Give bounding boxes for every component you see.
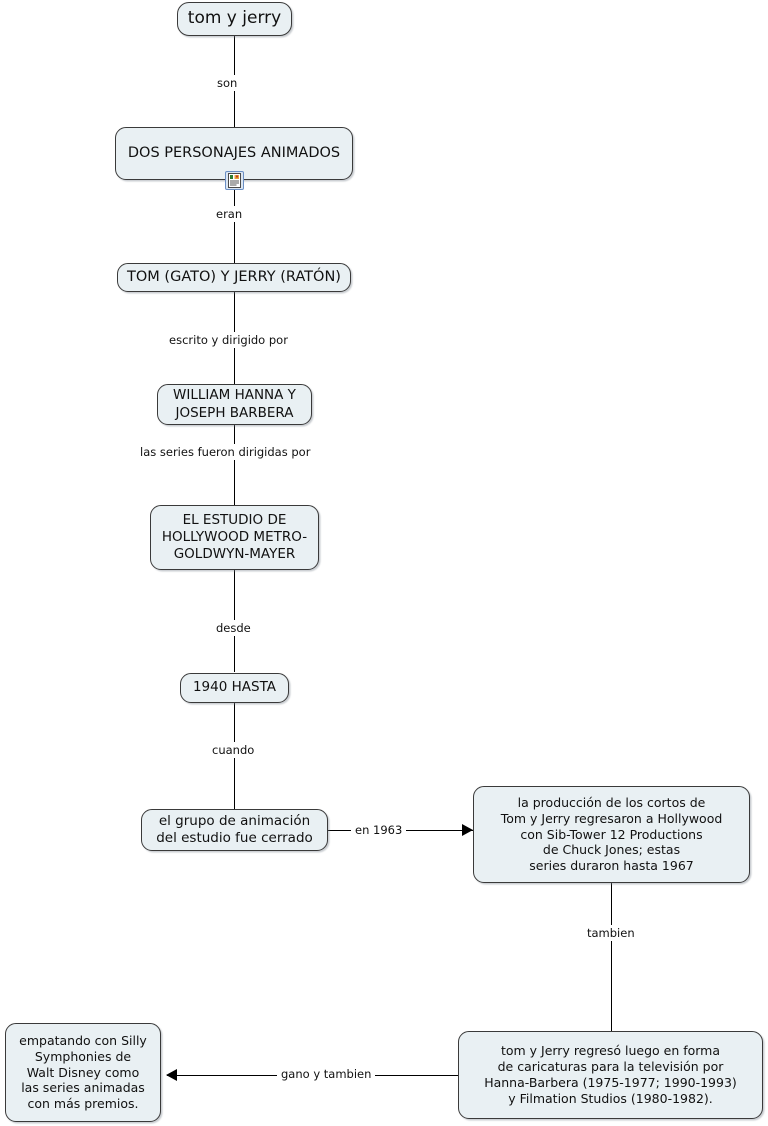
node-william-hanna-y-joseph-barbera[interactable]: WILLIAM HANNA Y JOSEPH BARBERA — [157, 384, 312, 425]
connector-produccion-television — [611, 883, 612, 1031]
link-label-escrito-y-dirigido-por: escrito y dirigido por — [165, 332, 292, 348]
node-grupo-animacion-cerrado[interactable]: el grupo de animación del estudio fue ce… — [141, 809, 328, 851]
connector-autores-estudio — [234, 425, 235, 505]
link-label-cuando: cuando — [208, 742, 259, 758]
link-label-tambien: tambien — [583, 925, 639, 941]
arrowhead-produccion — [462, 824, 473, 836]
arrowhead-premios — [166, 1069, 177, 1081]
node-tom-gato-y-jerry-raton[interactable]: TOM (GATO) Y JERRY (RATÓN) — [117, 263, 351, 292]
link-label-las-series-fueron-dirigidas-por: las series fueron dirigidas por — [136, 444, 315, 460]
node-estudio-metro-goldwyn-mayer[interactable]: EL ESTUDIO DE HOLLYWOOD METRO- GOLDWYN-M… — [150, 505, 319, 570]
node-tom-y-jerry[interactable]: tom y jerry — [177, 2, 292, 36]
link-label-eran: eran — [212, 206, 247, 222]
node-1940-hasta[interactable]: 1940 HASTA — [180, 673, 289, 703]
link-label-desde: desde — [212, 620, 255, 636]
link-label-son: son — [213, 75, 242, 91]
node-television-hanna-barbera-filmation[interactable]: tom y Jerry regresó luego en forma de ca… — [458, 1031, 763, 1119]
node-produccion-sib-tower-12[interactable]: la producción de los cortos de Tom y Jer… — [473, 786, 750, 883]
node-silly-symphonies-premios[interactable]: empatando con Silly Symphonies de Walt D… — [5, 1023, 161, 1122]
resource-document-icon[interactable] — [225, 171, 244, 190]
link-label-gano-y-tambien: gano y tambien — [277, 1066, 376, 1082]
link-label-en-1963: en 1963 — [351, 822, 407, 838]
